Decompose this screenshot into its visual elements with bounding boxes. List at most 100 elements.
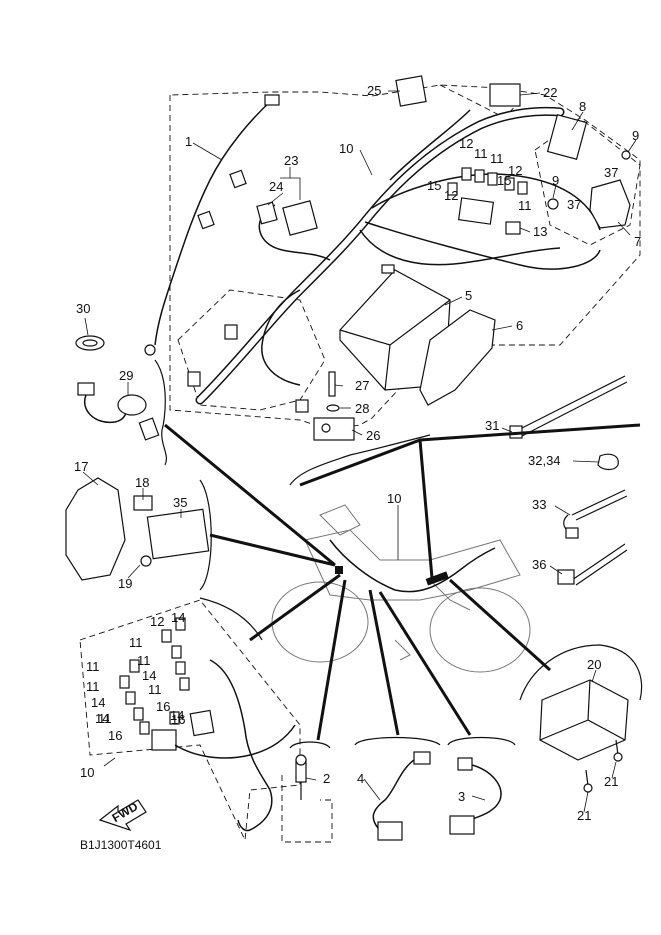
callout-33: 33 <box>532 497 546 512</box>
bottom-left-fuses <box>119 617 190 735</box>
callout-9-a: 9 <box>632 128 639 143</box>
part-36-band <box>571 543 628 586</box>
callout-21-a: 21 <box>604 774 618 789</box>
part-30-grommet <box>75 335 105 351</box>
callout-13: 13 <box>533 224 547 239</box>
part-1-lead-wire <box>154 99 273 346</box>
part-4-sensor <box>372 751 431 841</box>
callout-4: 4 <box>357 771 364 786</box>
callout-17: 17 <box>74 459 88 474</box>
leader-to-part-3 <box>378 591 472 736</box>
callout-1: 1 <box>185 134 192 149</box>
callout-11-g: 11 <box>86 679 100 694</box>
callout-10-b: 10 <box>387 491 401 506</box>
callout-11-e: 11 <box>137 653 151 668</box>
callout-30: 30 <box>76 301 90 316</box>
callout-11-b: 11 <box>490 151 504 166</box>
harness-branch-rear <box>364 221 601 270</box>
part-20-unit <box>539 679 629 761</box>
harness-branch-front <box>371 173 601 231</box>
callout-16-c: 16 <box>171 712 185 727</box>
part-32-34-clamp <box>597 453 619 471</box>
callout-35: 35 <box>173 495 187 510</box>
leader-to-part-2 <box>316 579 347 741</box>
callout-15-b: 15 <box>497 173 511 188</box>
callout-16-a: 16 <box>156 699 170 714</box>
callout-9-b: 9 <box>552 173 559 188</box>
leader-to-left-ecu <box>164 423 336 567</box>
callout-7: 7 <box>634 234 641 249</box>
callout-26: 26 <box>366 428 380 443</box>
part-21-screw-b <box>585 769 589 787</box>
callout-12-c: 12 <box>444 188 458 203</box>
part-3-sensor <box>449 757 502 835</box>
part-13-connector <box>505 221 521 235</box>
callout-25: 25 <box>367 83 381 98</box>
callout-10-c: 10 <box>80 765 94 780</box>
callout-3: 3 <box>458 789 465 804</box>
fuse-cluster-top <box>447 167 528 196</box>
callout-labels: 1 2 3 4 5 6 7 8 9 9 10 10 10 11 11 11 11… <box>74 83 641 823</box>
callout-leaders <box>82 90 637 813</box>
callout-15-a: 15 <box>427 178 441 193</box>
callout-19: 19 <box>118 576 132 591</box>
part-25-connector <box>395 75 427 107</box>
part-17-cover <box>65 477 126 581</box>
fwd-arrow <box>98 799 147 832</box>
part-19-screw <box>140 555 152 567</box>
sub-outline-bracket-7 <box>534 117 641 246</box>
callout-11-h: 11 <box>148 682 162 697</box>
bike-harness <box>329 539 496 593</box>
callout-14-e: 14 <box>170 708 184 723</box>
callout-31: 31 <box>485 418 499 433</box>
harness-branch-upper <box>389 109 471 181</box>
harness-branch-lower <box>359 229 561 266</box>
motorcycle-silhouette <box>271 504 531 673</box>
callout-28: 28 <box>355 401 369 416</box>
part-7-bracket <box>589 179 631 229</box>
part-26-bracket <box>313 417 355 441</box>
sub-outline-connector <box>439 84 521 119</box>
callout-20: 20 <box>587 657 601 672</box>
callout-37-b: 37 <box>567 197 581 212</box>
callout-11-c: 11 <box>518 198 532 213</box>
bottom-left-fuse-box <box>151 729 177 751</box>
part-29-socket <box>77 382 160 441</box>
part-31-cable-tie <box>517 375 628 437</box>
callout-14-c: 14 <box>91 695 105 710</box>
callout-27: 27 <box>355 378 369 393</box>
bike-harness-connector <box>425 571 449 586</box>
callout-29: 29 <box>119 368 133 383</box>
leader-to-top <box>418 439 434 579</box>
part-9-bolt-b <box>547 198 559 210</box>
callout-22: 22 <box>543 85 557 100</box>
part-5-battery <box>339 264 451 391</box>
part-28-washer <box>326 404 340 412</box>
bottom-left-outline <box>79 599 301 842</box>
callout-10-a: 10 <box>339 141 353 156</box>
callout-12-b: 12 <box>508 163 522 178</box>
callout-21-b: 21 <box>577 808 591 823</box>
callout-32-34: 32,34 <box>528 453 561 468</box>
sub-outline-harness-left <box>177 289 326 411</box>
callout-5: 5 <box>465 288 472 303</box>
callout-37-a: 37 <box>604 165 618 180</box>
callout-18: 18 <box>135 475 149 490</box>
leader-to-part-20 <box>448 578 552 672</box>
part-6-battery-cover <box>419 309 496 406</box>
callout-14-a: 14 <box>171 610 185 625</box>
part-9-bolt-a <box>621 150 631 160</box>
part-8-connector <box>546 114 588 160</box>
part-24-fuse <box>256 201 278 225</box>
callout-2: 2 <box>323 771 330 786</box>
part-23-relay <box>282 200 318 236</box>
callout-11-i: 11 <box>98 711 112 726</box>
callout-14-b: 14 <box>142 668 156 683</box>
callout-11-f: 11 <box>86 659 100 674</box>
part-27-bolt <box>328 371 336 397</box>
callout-24: 24 <box>269 179 283 194</box>
callout-11-d: 11 <box>129 635 143 650</box>
part-33-band <box>563 489 628 533</box>
callout-6: 6 <box>516 318 523 333</box>
